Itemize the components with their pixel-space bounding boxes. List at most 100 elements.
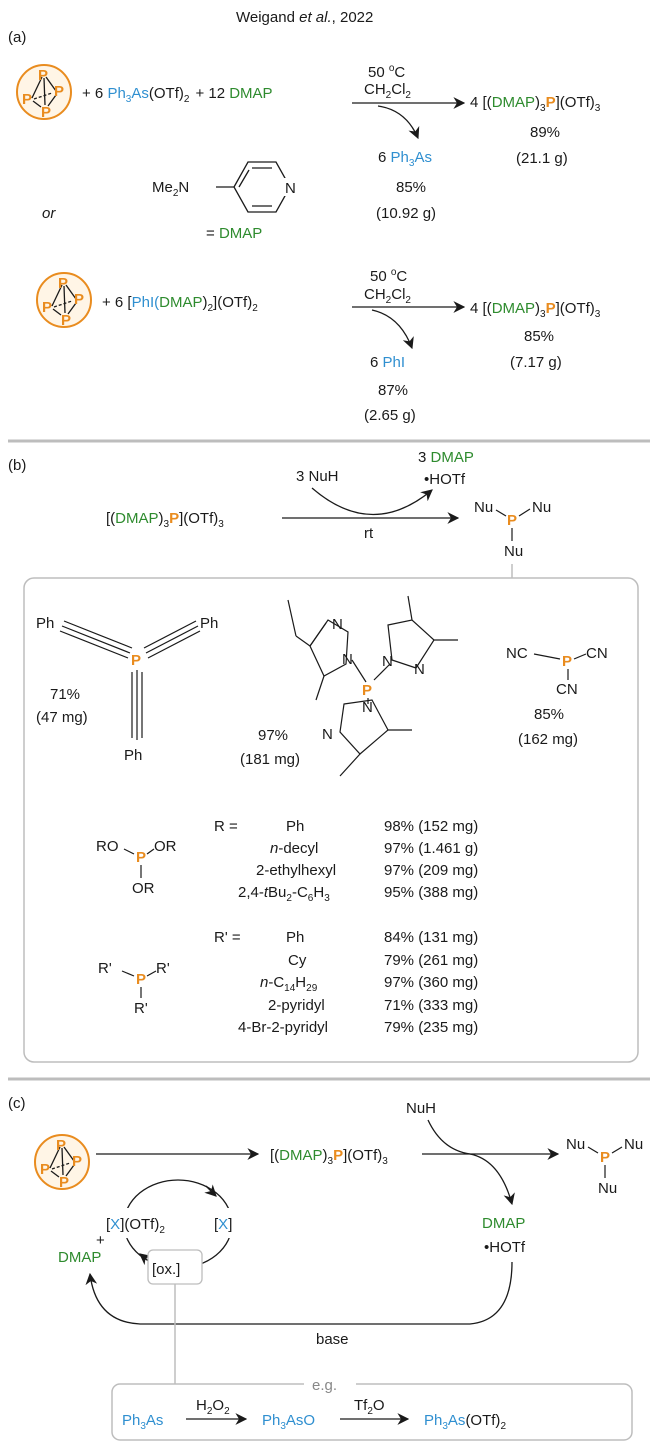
eq1-temperature: 50 oC [368,63,405,81]
panel-c: (c) P P P P [(DMAP)3P](OTf)3 NuH Nu Nu P… [8,1095,643,1441]
svg-text:97% (1.461 g): 97% (1.461 g) [384,840,478,857]
eq2-product-mass: (7.17 g) [510,354,562,371]
panel-a-label: (a) [8,29,26,46]
svg-text:P: P [54,83,64,100]
svg-text:Nu: Nu [624,1136,643,1153]
panel-b-nuh: 3 NuH [296,468,339,485]
svg-text:P: P [74,291,84,308]
svg-text:P: P [41,104,51,121]
eq1-solvent: CH2Cl2 [364,81,411,101]
phosphite-structure: RO OR P OR [96,838,177,897]
panel-c-plus: + [96,1232,105,1249]
panel-c-dmap-left: DMAP [58,1249,101,1266]
svg-text:CN: CN [586,645,608,662]
panel-c-base: base [316,1331,349,1348]
svg-text:R': R' [156,960,170,977]
panel-b-curved-arrow [311,487,433,516]
svg-text:P: P [58,275,68,292]
svg-text:4-Br-2-pyridyl: 4-Br-2-pyridyl [238,1019,328,1036]
panel-c-nuh: NuH [406,1100,436,1117]
svg-text:Ph: Ph [286,818,304,835]
base-arrow [85,1261,513,1325]
panel-b-reactant: [(DMAP)3P](OTf)3 [106,510,224,530]
svg-text:N: N [362,699,373,716]
eq2-byproduct-arrow [371,309,414,350]
svg-text:P: P [600,1149,610,1166]
p4-molecule-3: P P P P [34,1134,90,1191]
panel-c-product: [(DMAP)3P](OTf)3 [270,1147,388,1167]
example-box [111,1383,633,1441]
svg-text:CN: CN [556,681,578,698]
svg-text:P: P [40,1161,50,1178]
alkynyl-phosphine: Ph Ph P Ph 71% (47 mg) [36,615,218,764]
example-arsine-ditriflate: Ph3As(OTf)2 [424,1412,506,1432]
svg-text:71% (333 mg): 71% (333 mg) [384,997,478,1014]
or-label: or [42,205,56,222]
svg-text:71%: 71% [50,686,80,703]
svg-text:N: N [342,651,353,668]
phosphine-structure: R' R' P R' [98,960,170,1017]
svg-text:P: P [56,1137,66,1154]
svg-text:95% (388 mg): 95% (388 mg) [384,884,478,901]
p4-molecule-1: P P P P [16,64,72,121]
svg-text:N: N [322,726,333,743]
pyrazolyl-phosphine [287,595,458,777]
example-h2o2: H2O2 [196,1397,230,1417]
citation: Weigand et al., 2022 [236,9,373,26]
svg-text:P: P [42,299,52,316]
panel-c-nuh-arrow [427,1119,515,1206]
svg-text:= DMAP: = DMAP [206,225,262,242]
svg-text:97% (209 mg): 97% (209 mg) [384,862,478,879]
example-arsine-oxide: Ph3AsO [262,1412,315,1432]
panel-c-pnu3: Nu Nu P Nu [566,1136,643,1197]
eq2-byproduct-yield: 87% [378,382,408,399]
svg-text:R' =: R' = [214,929,241,946]
svg-text:Nu: Nu [566,1136,585,1153]
svg-text:N: N [414,661,425,678]
cyano-phosphine: NC CN P CN 85% (162 mg) [506,645,608,748]
svg-text:Nu: Nu [504,543,523,560]
svg-text:Ph: Ph [36,615,54,632]
eq2-reagents: + 6 [PhI(DMAP)2](OTf)2 [102,294,258,314]
phosphine-table: R' = Ph 84% (131 mg) Cy 79% (261 mg) n-C… [214,929,478,1036]
panel-c-label: (c) [8,1095,26,1112]
svg-text:P: P [131,652,141,669]
example-tf2o: Tf2O [354,1397,385,1417]
svg-text:R =: R = [214,818,238,835]
svg-text:n-C14H29: n-C14H29 [260,974,318,994]
panel-b: (b) 3 NuH 3 DMAP •HOTf rt [(DMAP)3P](OTf… [8,449,639,1063]
p4-molecule-2: P P P P [36,272,92,329]
eq1-byproduct-mass: (10.92 g) [376,205,436,222]
svg-text:Ph: Ph [124,747,142,764]
svg-text:N: N [382,653,393,670]
svg-text:P: P [562,653,572,670]
svg-text:(181 mg): (181 mg) [240,751,300,768]
svg-text:79% (261 mg): 79% (261 mg) [384,952,478,969]
svg-text:2-ethylhexyl: 2-ethylhexyl [256,862,336,879]
panel-c-x: [X] [214,1216,232,1233]
svg-text:P: P [72,1153,82,1170]
svg-text:2-pyridyl: 2-pyridyl [268,997,325,1014]
svg-text:84% (131 mg): 84% (131 mg) [384,929,478,946]
eq1-product: 4 [(DMAP)3P](OTf)3 [470,94,601,114]
svg-text:P: P [136,849,146,866]
svg-text:Ph: Ph [200,615,218,632]
svg-text:(47 mg): (47 mg) [36,709,88,726]
eq2-temperature: 50 oC [370,267,407,285]
eq2-product: 4 [(DMAP)3P](OTf)3 [470,300,601,320]
panel-b-byproduct-dmap: 3 DMAP [418,449,474,466]
eq1-byproduct-arrow [377,105,420,140]
svg-text:P: P [38,67,48,84]
svg-text:79% (235 mg): 79% (235 mg) [384,1019,478,1036]
phosphite-table: R = Ph 98% (152 mg) n-decyl 97% (1.461 g… [214,818,478,904]
example-arsine: Ph3As [122,1412,163,1432]
svg-text:R': R' [134,1000,148,1017]
svg-text:R': R' [98,960,112,977]
panel-b-condition: rt [364,525,374,542]
svg-text:97%: 97% [258,727,288,744]
panel-a: (a) Weigand et al., 2022 P P P P + 6 Ph3… [8,9,601,424]
panel-b-label: (b) [8,457,26,474]
svg-text:NC: NC [506,645,528,662]
panel-b-scope-box [23,577,639,1063]
